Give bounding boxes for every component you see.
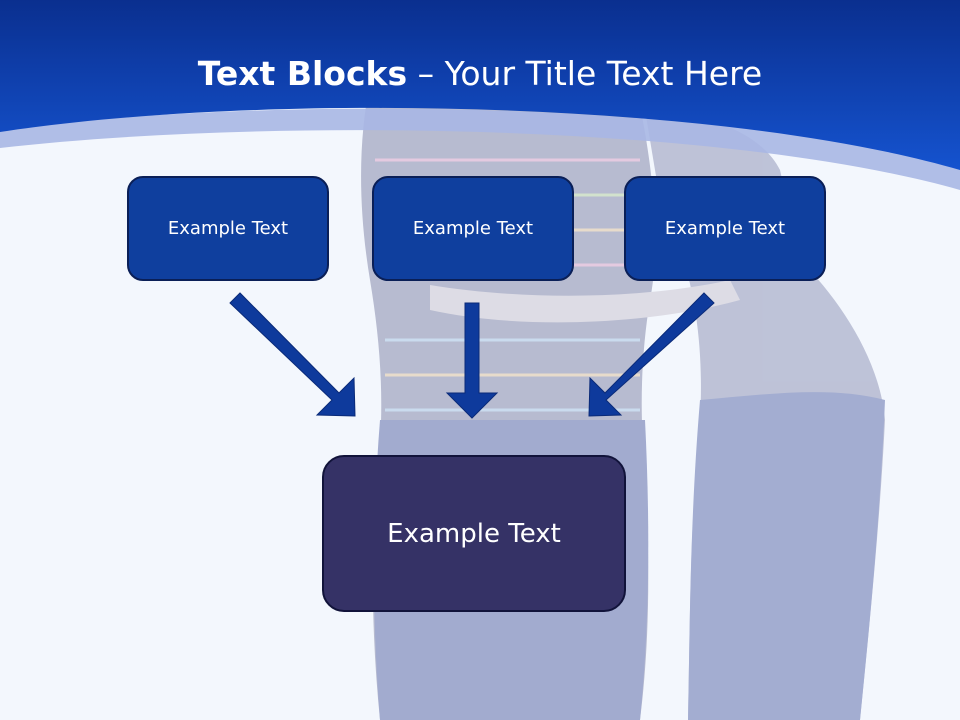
- header-band: [0, 0, 960, 170]
- title-bold: Text Blocks: [197, 54, 408, 93]
- text-block-3[interactable]: Example Text: [624, 176, 826, 281]
- text-block-1-label: Example Text: [167, 218, 289, 239]
- text-block-2-label: Example Text: [412, 218, 534, 239]
- center-text-block-label: Example Text: [387, 518, 561, 549]
- page-title: Text Blocks – Your Title Text Here: [0, 52, 960, 96]
- title-rest: – Your Title Text Here: [407, 54, 763, 93]
- center-text-block[interactable]: Example Text: [322, 455, 626, 612]
- arrow-diagonal-left-icon: [588, 292, 715, 417]
- header-swoosh: [0, 108, 960, 190]
- arrow-diagonal-right-icon: [229, 292, 356, 417]
- arrow-down-icon: [445, 302, 499, 419]
- text-block-3-label: Example Text: [664, 218, 786, 239]
- text-block-2[interactable]: Example Text: [372, 176, 574, 281]
- text-block-1[interactable]: Example Text: [127, 176, 329, 281]
